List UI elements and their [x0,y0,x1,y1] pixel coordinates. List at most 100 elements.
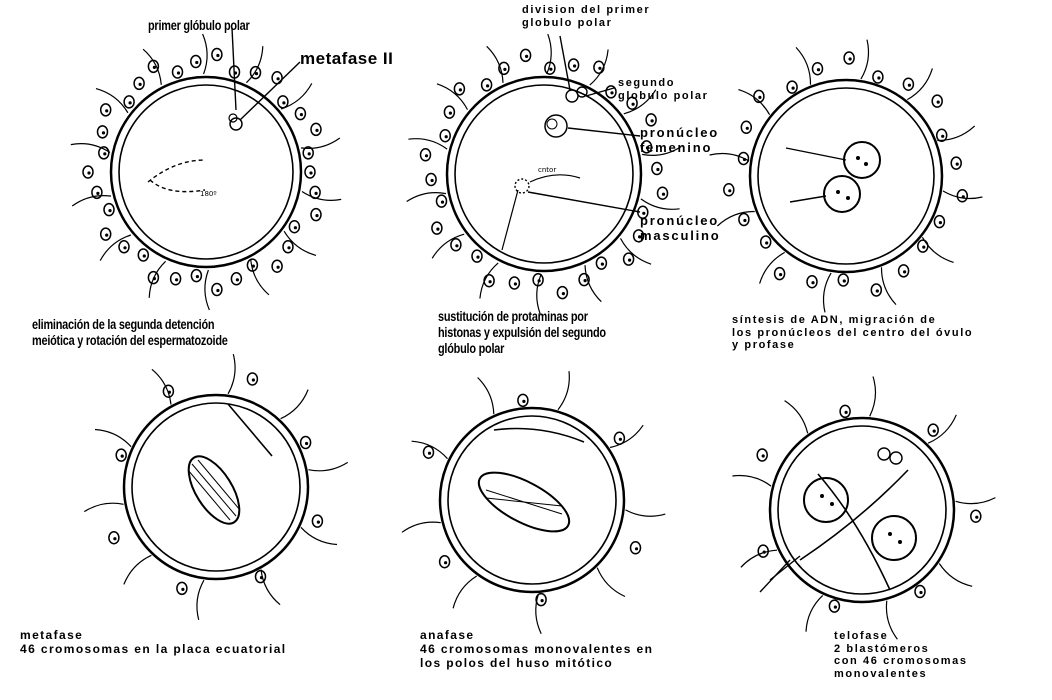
sperm-nucleus [294,226,297,229]
sperm-tail [152,369,171,404]
sperm-tail [732,476,771,487]
caption-stage-5: anafase 46 cromosomas monovalentes en lo… [420,629,653,670]
sperm-nucleus [758,96,761,99]
sperm-nucleus [956,163,959,166]
sperm-nucleus [105,109,108,112]
sperm-nucleus [153,66,156,69]
cell-stage-5 [440,408,624,592]
sperm-nucleus [845,411,848,414]
sperm-nucleus [746,127,749,130]
sperm-nucleus [651,119,654,122]
sperm-tail [453,576,477,608]
sperm-tail [937,126,974,141]
sperm-nucleus [919,591,922,594]
sperm-nucleus [628,259,631,262]
sperm-nucleus [436,228,439,231]
sperm-tail [197,580,204,620]
sperm-nucleus [728,189,731,192]
sperm-nucleus [489,280,492,283]
sperm-tail [308,462,347,470]
sperm-tail [536,594,541,634]
label-pronucleo-masculino: pronúcleo masculino [640,214,721,244]
sperm-nucleus [317,521,320,524]
caption-stage-2: sustitución de protaminas por histonas y… [438,308,606,356]
sperm-tail [84,503,123,511]
caption-stage-1: eliminación de la segunda detención meió… [32,316,228,348]
sperm-tail [806,595,823,631]
sperm-nucleus [662,193,665,196]
sperm-nucleus [876,289,879,292]
sperm-tail [246,46,262,82]
sperm-nucleus [123,246,126,249]
sperm-tail [205,270,210,310]
label-pronucleo-femenino: pronúcleo femenino [640,126,719,156]
sperm-nucleus [175,278,178,281]
sperm-tail [261,570,280,605]
sperm-nucleus [635,547,638,550]
label-primer-globulo-polar: primer glóbulo polar [148,17,249,33]
sperm-tail [284,231,316,255]
sperm-nucleus [817,68,820,71]
caption-stage-3: síntesis de ADN, migración de los pronúc… [732,314,973,352]
sperm-nucleus [300,113,303,116]
sperm-tail [939,564,972,587]
sperm-nucleus [315,214,318,217]
sperm-nucleus [762,454,765,457]
label-division-primer-globulo: division del primer globulo polar [522,4,650,29]
sperm-nucleus [525,55,528,58]
label-angle: 180º [200,190,217,198]
sperm-nucleus [315,192,318,195]
sperm-nucleus [96,192,99,195]
sperm-nucleus [441,201,444,204]
cell-stage-6 [760,418,954,602]
sperm-tail [72,196,111,206]
sperm-tail [478,378,494,415]
sperm-nucleus [849,57,852,60]
sperm-nucleus [143,254,146,257]
sperm-nucleus [449,112,452,115]
sperm-nucleus [632,103,635,106]
sperm-nucleus [308,152,311,155]
sperm-nucleus [277,266,280,269]
sperm-nucleus [177,71,180,74]
sperm-nucleus [113,537,116,540]
sperm-nucleus [102,131,105,134]
cell-stage-2 [447,36,641,271]
sperm-tail [626,510,666,516]
sperm-nucleus [455,244,458,247]
sperm-nucleus [656,168,659,171]
sperm-nucleus [486,84,489,87]
sperm-nucleus [103,152,106,155]
sperm-nucleus [315,129,318,132]
sperm-tail [402,522,441,532]
sperm-tail [95,430,131,447]
sperm-tail [203,34,208,74]
sperm-nucleus [562,292,565,295]
sperm-tail [412,441,448,459]
sperm-nucleus [282,101,285,104]
sperm-nucleus [236,278,239,281]
sperm-nucleus [428,452,431,455]
sperm-nucleus [610,91,613,94]
sperm-nucleus [277,77,280,80]
sperm-nucleus [937,101,940,104]
sperm-nucleus [129,101,132,104]
sperm-tail [432,234,464,258]
caption-stage-6: telofase 2 blastómeros con 46 cromosomas… [834,630,968,681]
sperm-nucleus [598,67,601,70]
sperm-nucleus [105,234,108,237]
sperm-tail [281,390,309,419]
sperm-nucleus [743,219,746,222]
sperm-nucleus [87,171,90,174]
sperm-nucleus [939,221,942,224]
sperm-tail [823,273,831,313]
sperm-nucleus [121,455,124,458]
sperm-nucleus [287,246,290,249]
sperm-nucleus [941,135,944,138]
label-metafase-ii: metafase II [300,49,393,69]
sperm-nucleus [514,282,517,285]
sperm-nucleus [195,61,198,64]
sperm-nucleus [779,273,782,276]
sperm-nucleus [541,599,544,602]
